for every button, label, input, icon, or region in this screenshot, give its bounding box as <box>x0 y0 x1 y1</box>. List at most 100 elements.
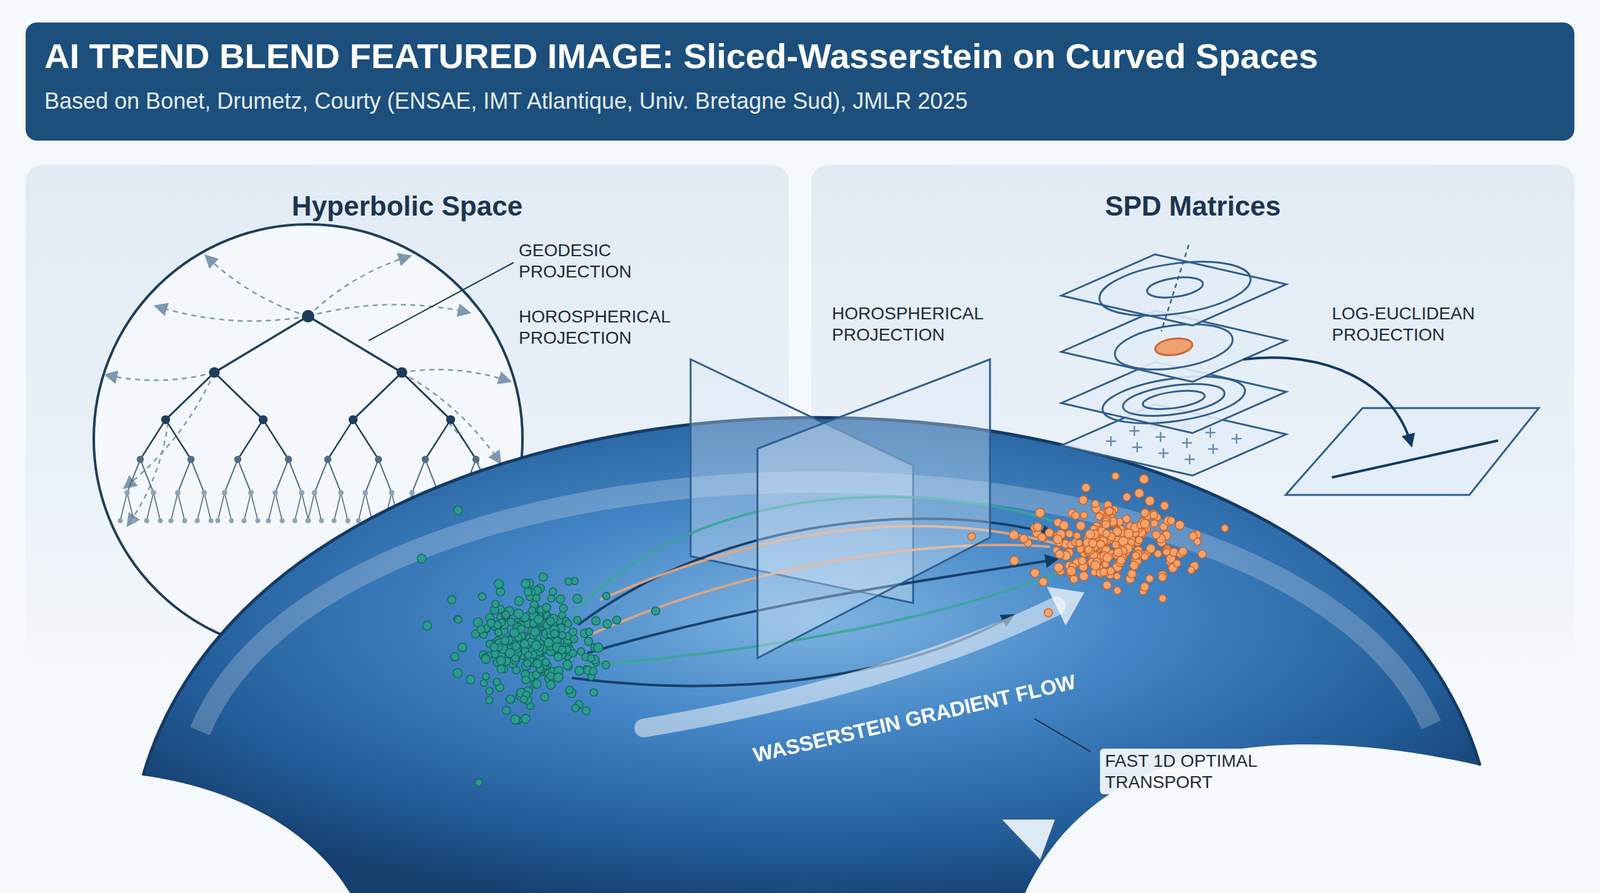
tree-edge <box>301 492 309 521</box>
source-particle <box>541 629 551 639</box>
source-particle <box>540 620 549 628</box>
target-particle <box>1102 536 1111 545</box>
tree-edge <box>353 372 402 420</box>
source-particle <box>503 636 513 646</box>
target-particle <box>1101 545 1111 554</box>
level-ellipse <box>1099 368 1248 431</box>
target-particle <box>1102 530 1110 538</box>
tree-node <box>175 490 181 496</box>
geodesic-arc <box>156 306 309 322</box>
transport-curve <box>600 526 1057 600</box>
target-particle <box>1092 558 1101 567</box>
tree-edge <box>126 459 140 493</box>
source-particle <box>556 624 565 633</box>
target-particle <box>1156 537 1166 547</box>
tree-edge <box>224 492 232 521</box>
target-particle <box>1113 536 1122 545</box>
source-particle <box>546 630 556 639</box>
tree-edge <box>327 459 341 493</box>
target-particle <box>1093 522 1101 530</box>
source-particle <box>417 554 427 564</box>
target-particle <box>1066 568 1074 577</box>
source-particle <box>485 651 493 659</box>
source-particle <box>538 645 547 654</box>
tree-node <box>258 415 268 424</box>
source-particle <box>601 661 610 670</box>
source-particle <box>550 633 558 642</box>
target-particle <box>1078 556 1087 565</box>
target-particle <box>1110 535 1119 544</box>
target-particle <box>1150 511 1158 519</box>
source-particle <box>514 596 524 606</box>
tree-edge <box>307 492 315 521</box>
source-particle <box>530 672 538 680</box>
target-particle <box>1140 508 1149 517</box>
geodesic-arc <box>401 372 500 463</box>
target-cluster <box>967 420 1229 617</box>
target-particle <box>1153 513 1161 521</box>
source-particle <box>493 678 501 686</box>
source-particle <box>510 635 519 644</box>
geodesic-arc <box>448 422 494 500</box>
target-particle <box>1125 574 1135 584</box>
source-particle <box>540 618 548 626</box>
source-particle <box>521 580 529 587</box>
level-ellipse <box>1111 317 1236 377</box>
target-particle <box>1106 530 1114 537</box>
source-particle <box>525 643 534 652</box>
source-particle <box>532 671 540 679</box>
tree-edge <box>171 492 179 521</box>
tree-node <box>429 518 435 524</box>
target-particle <box>1068 563 1077 571</box>
target-particle <box>1094 544 1103 553</box>
source-particle <box>546 680 555 690</box>
source-particle <box>523 632 534 642</box>
source-particle <box>582 665 590 673</box>
source-particle <box>563 635 572 644</box>
source-particle <box>505 648 515 659</box>
source-particle <box>529 644 537 652</box>
target-particle <box>1064 548 1074 558</box>
target-particle <box>1100 551 1109 561</box>
target-particle <box>1096 565 1104 572</box>
panel-heading: SPD Matrices <box>811 165 1575 224</box>
target-particle <box>1116 556 1125 565</box>
target-particle <box>1130 528 1139 537</box>
tree-edge <box>385 492 392 521</box>
target-particle <box>1078 560 1088 569</box>
target-particle <box>1127 570 1136 579</box>
source-particle <box>480 630 488 639</box>
source-particle <box>454 616 462 624</box>
tree-node <box>466 518 472 524</box>
source-particle <box>563 651 572 660</box>
label-anchor: FAST 1D OPTIMAL TRANSPORT <box>1100 748 1294 795</box>
tree-edge <box>341 492 349 521</box>
source-particle <box>543 621 551 629</box>
leader-line <box>368 262 514 341</box>
target-particle <box>1101 517 1110 525</box>
tree-node <box>208 366 220 378</box>
cross-mark <box>1106 436 1117 447</box>
source-particle <box>528 646 537 654</box>
target-particle <box>1119 530 1127 537</box>
level-ellipse <box>1096 253 1255 324</box>
target-particle <box>1053 563 1064 573</box>
tree-edge <box>425 420 451 460</box>
source-particle <box>493 658 501 667</box>
source-particle <box>490 643 499 652</box>
target-particle <box>1045 528 1054 538</box>
source-particle <box>565 620 572 628</box>
source-particle <box>542 645 550 653</box>
source-particle <box>563 646 571 654</box>
target-particle <box>1090 551 1098 559</box>
target-particle <box>1163 548 1170 556</box>
header-band: AI TREND BLEND FEATURED IMAGE: Sliced-Wa… <box>25 22 1575 141</box>
tree-node <box>228 518 234 524</box>
source-particle <box>482 653 490 661</box>
target-particle <box>1113 526 1121 534</box>
level-ellipse <box>1121 378 1227 422</box>
target-particle <box>1143 550 1151 559</box>
source-particle <box>545 673 555 684</box>
source-particle <box>479 651 488 660</box>
source-particle <box>501 611 510 619</box>
